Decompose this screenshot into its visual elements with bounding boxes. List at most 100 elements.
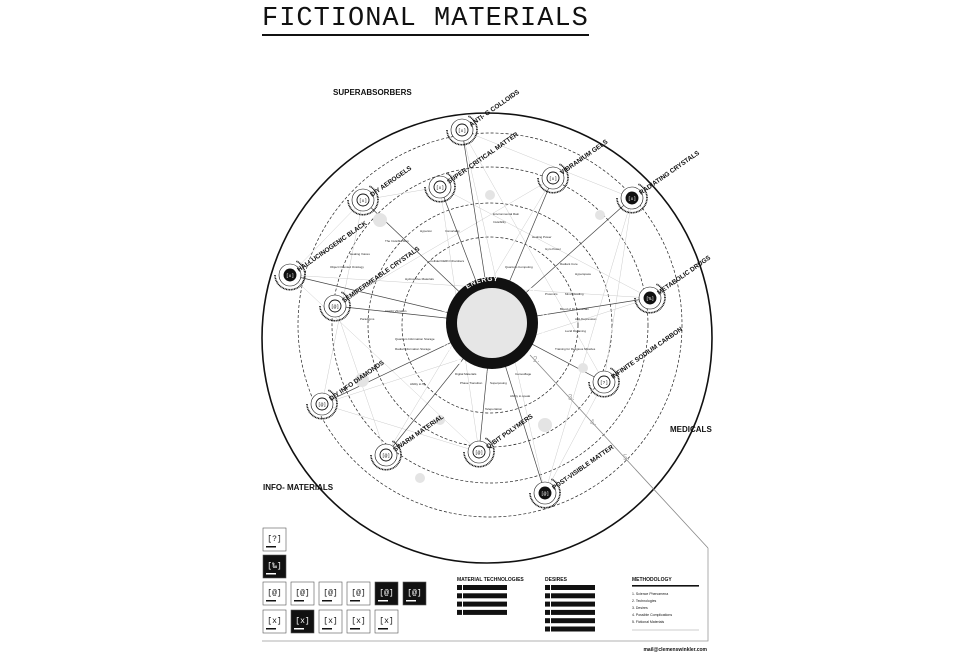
legend-tile: [@] [262,581,287,606]
phenomenon-dot [435,415,445,425]
legend-tile: [x] [346,609,371,634]
phenomenon-label: Anti-Depression [575,317,597,321]
node-glyph: [@] [541,491,549,497]
legend-tile: [x] [374,609,399,634]
phenomenon-label: Radial Information Storage [395,347,431,351]
svg-text:[@]: [@] [407,589,421,598]
phenomenon-label: Immortality [445,229,460,233]
phenomenon-label: Ability to fly [410,382,426,386]
phenomenon-label: Gyro Power [545,247,561,251]
dashed-orbit [297,132,683,518]
node-icon [433,180,447,194]
svg-text:[x]: [x] [323,617,337,626]
material-label: INFINITE SODIUM CARBON [610,326,684,381]
node-icon [379,448,393,462]
phenomenon-label: Camouflage [515,372,532,376]
phenomenon-dot [485,190,495,200]
connection-line [461,129,605,383]
material-label: ANTI- G COLLOIDS [468,88,521,128]
connection-line [544,197,633,494]
legend-bar [551,618,595,624]
legend-swatch [457,593,462,599]
material-node[interactable]: [x]RADIATING CRYSTALS [616,149,701,214]
legend-bar [551,601,595,607]
material-label: METABOLIC DRUGS [656,254,713,296]
description-arc [616,183,648,214]
node-icon [546,171,560,185]
phenomenon-label: Blood of Dr. Jonathan [560,307,589,311]
legend-swatch [545,585,550,590]
node-glyph: [x] [549,176,557,182]
phenomenon-label: Healing Voices [350,252,370,256]
node-icon [328,299,342,313]
region-superabsorbers: SUPERABSORBERS [333,88,412,97]
svg-text:[x]: [x] [351,617,365,626]
phenomenon-label: Phase Transition [460,381,483,385]
connection-line [289,199,364,276]
svg-text:[x]: [x] [267,617,281,626]
legend-heading: METHODOLOGY [632,577,672,583]
phenomenon-label: Radiant Cure [560,262,578,266]
connection-line [439,186,651,299]
material-node[interactable]: [@]SWARM MATERIAL [370,414,445,471]
legend-swatch [545,618,550,624]
node-icon [356,193,370,207]
phenomenon-label: Quantum Information Storage [395,337,435,341]
material-label: POST-VISIBLE MATTER [551,444,615,492]
node-glyph: [?] [600,380,608,386]
node-glyph: [x] [436,185,444,191]
node-glyph: [x] [286,273,294,279]
material-node[interactable]: [x]SUPER -CRITICAL MATTER [424,131,520,203]
description-arc [370,440,402,471]
node-icon [455,123,469,137]
phenomenon-label: Collider/CERN Chambers [430,259,465,263]
phenomenon-label: Training for Religious Miracles [555,347,596,351]
material-node[interactable]: [@]DIY INFO DIAMONDS [306,359,386,420]
connection-line [289,274,480,453]
node-glyph: [@] [475,450,483,456]
node-glyph: [x] [628,196,636,202]
core-center [457,288,527,358]
phenomenon-dot [578,363,588,373]
svg-text:[?]: [?] [267,535,281,544]
svg-text:[@]: [@] [351,589,365,598]
legend-bar [463,601,507,607]
phenomenon-dot [415,473,425,483]
legend-tile: [‰] [262,554,287,579]
legend-swatch [545,593,550,599]
methodology-item: 3. Desires [632,606,648,610]
material-label: VIBRANIUM GELS [559,138,610,176]
methodology-item: 5. Fictional Materials [632,620,664,624]
phenomenon-dot [355,373,369,387]
material-node[interactable]: [x]DIY AEROGELS [347,165,414,216]
legend-swatch [457,609,462,615]
material-label: DIY INFO DIAMONDS [328,359,386,403]
legend-swatch [457,585,462,590]
legend-bar [463,593,507,599]
phenomenon-label: Paradigms [360,317,375,321]
phenomenon-label: Protonics [545,292,558,296]
methodology-item: 4. Possible Complications [632,613,672,617]
legend-bar [551,609,595,615]
legend-leader-line [529,354,709,549]
connection-line [321,403,480,453]
ring-number: 2. [533,355,540,364]
node-icon [625,191,639,205]
material-node[interactable]: [?]INFINITE SODIUM CARBON [588,326,684,398]
legend-tile: [x] [290,609,315,634]
methodology-item: 2. Technologies [632,599,657,603]
description-arc [424,172,456,203]
svg-text:[@]: [@] [379,589,393,598]
material-node[interactable]: [%]METABOLIC DRUGS [634,254,713,314]
svg-text:[@]: [@] [295,589,309,598]
node-glyph: [@] [382,453,390,459]
description-arc [319,291,351,322]
legend-tile: [@] [402,581,427,606]
node-icon [283,268,297,282]
ring-number: 3. [568,393,575,402]
phenomenon-label: Object Oriented Ontology [330,265,364,269]
page-title: FICTIONAL MATERIALS [262,4,589,36]
legend-tile: [@] [290,581,315,606]
phenomenon-label: Invisibility [493,220,506,224]
